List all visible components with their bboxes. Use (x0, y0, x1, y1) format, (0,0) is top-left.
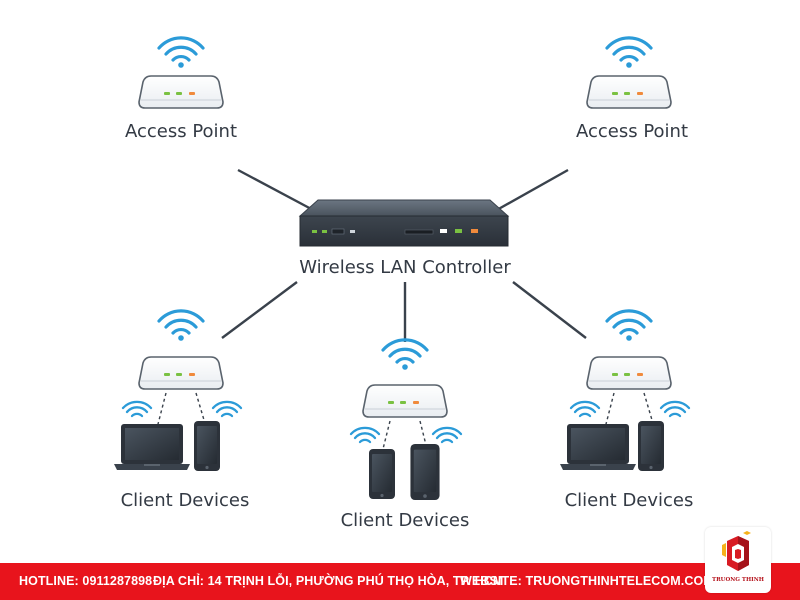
link-controller-ap-right (494, 168, 569, 213)
wifi-icon (569, 400, 601, 418)
label-client-devices-left: Client Devices (120, 490, 250, 511)
logo-text: TRUONG THINH (712, 577, 764, 583)
laptop-icon (114, 424, 190, 470)
label-client-devices-center: Client Devices (340, 510, 470, 531)
logo-mark-icon (722, 531, 751, 571)
wifi-icon (431, 426, 463, 444)
footer-address: ĐỊA CHỈ: 14 TRỊNH LỖI, PHƯỜNG PHÚ THỌ HÒ… (153, 574, 504, 588)
label-access-point-right: Access Point (575, 121, 689, 142)
wifi-icon (211, 400, 243, 418)
wireless-lan-controller-device (298, 199, 510, 247)
access-point-right (586, 75, 672, 109)
access-point-client-right (586, 356, 672, 390)
link-controller-clients-right (512, 281, 587, 339)
footer-bar: HOTLINE: 0911287898 ĐỊA CHỈ: 14 TRỊNH LỖ… (0, 563, 800, 600)
wifi-icon (121, 400, 153, 418)
wifi-icon (605, 36, 653, 70)
wifi-icon (381, 338, 429, 372)
footer-hotline: HOTLINE: 0911287898 (19, 574, 153, 588)
wifi-icon (659, 400, 691, 418)
link-controller-clients-left (221, 281, 298, 339)
wlan-diagram (114, 36, 691, 500)
footer-website: WEBSITE: TRUONGTHINHTELECOM.COM (460, 574, 714, 588)
link-controller-ap-left (237, 168, 316, 213)
phone-icon (410, 444, 440, 500)
access-point-client-left (138, 356, 224, 390)
wifi-icon (157, 36, 205, 70)
access-point-left (138, 75, 224, 109)
wifi-icon (157, 309, 205, 343)
access-point-client-center (362, 384, 448, 418)
label-wireless-lan-controller: Wireless LAN Controller (299, 257, 511, 278)
phone-icon (369, 449, 395, 499)
wifi-icon (605, 309, 653, 343)
phone-icon (194, 421, 220, 471)
label-access-point-left: Access Point (124, 121, 238, 142)
laptop-icon (560, 424, 636, 470)
wifi-icon (349, 426, 381, 444)
brand-logo: TRUONG THINH (705, 527, 771, 593)
label-client-devices-right: Client Devices (564, 490, 694, 511)
phone-icon (638, 421, 664, 471)
